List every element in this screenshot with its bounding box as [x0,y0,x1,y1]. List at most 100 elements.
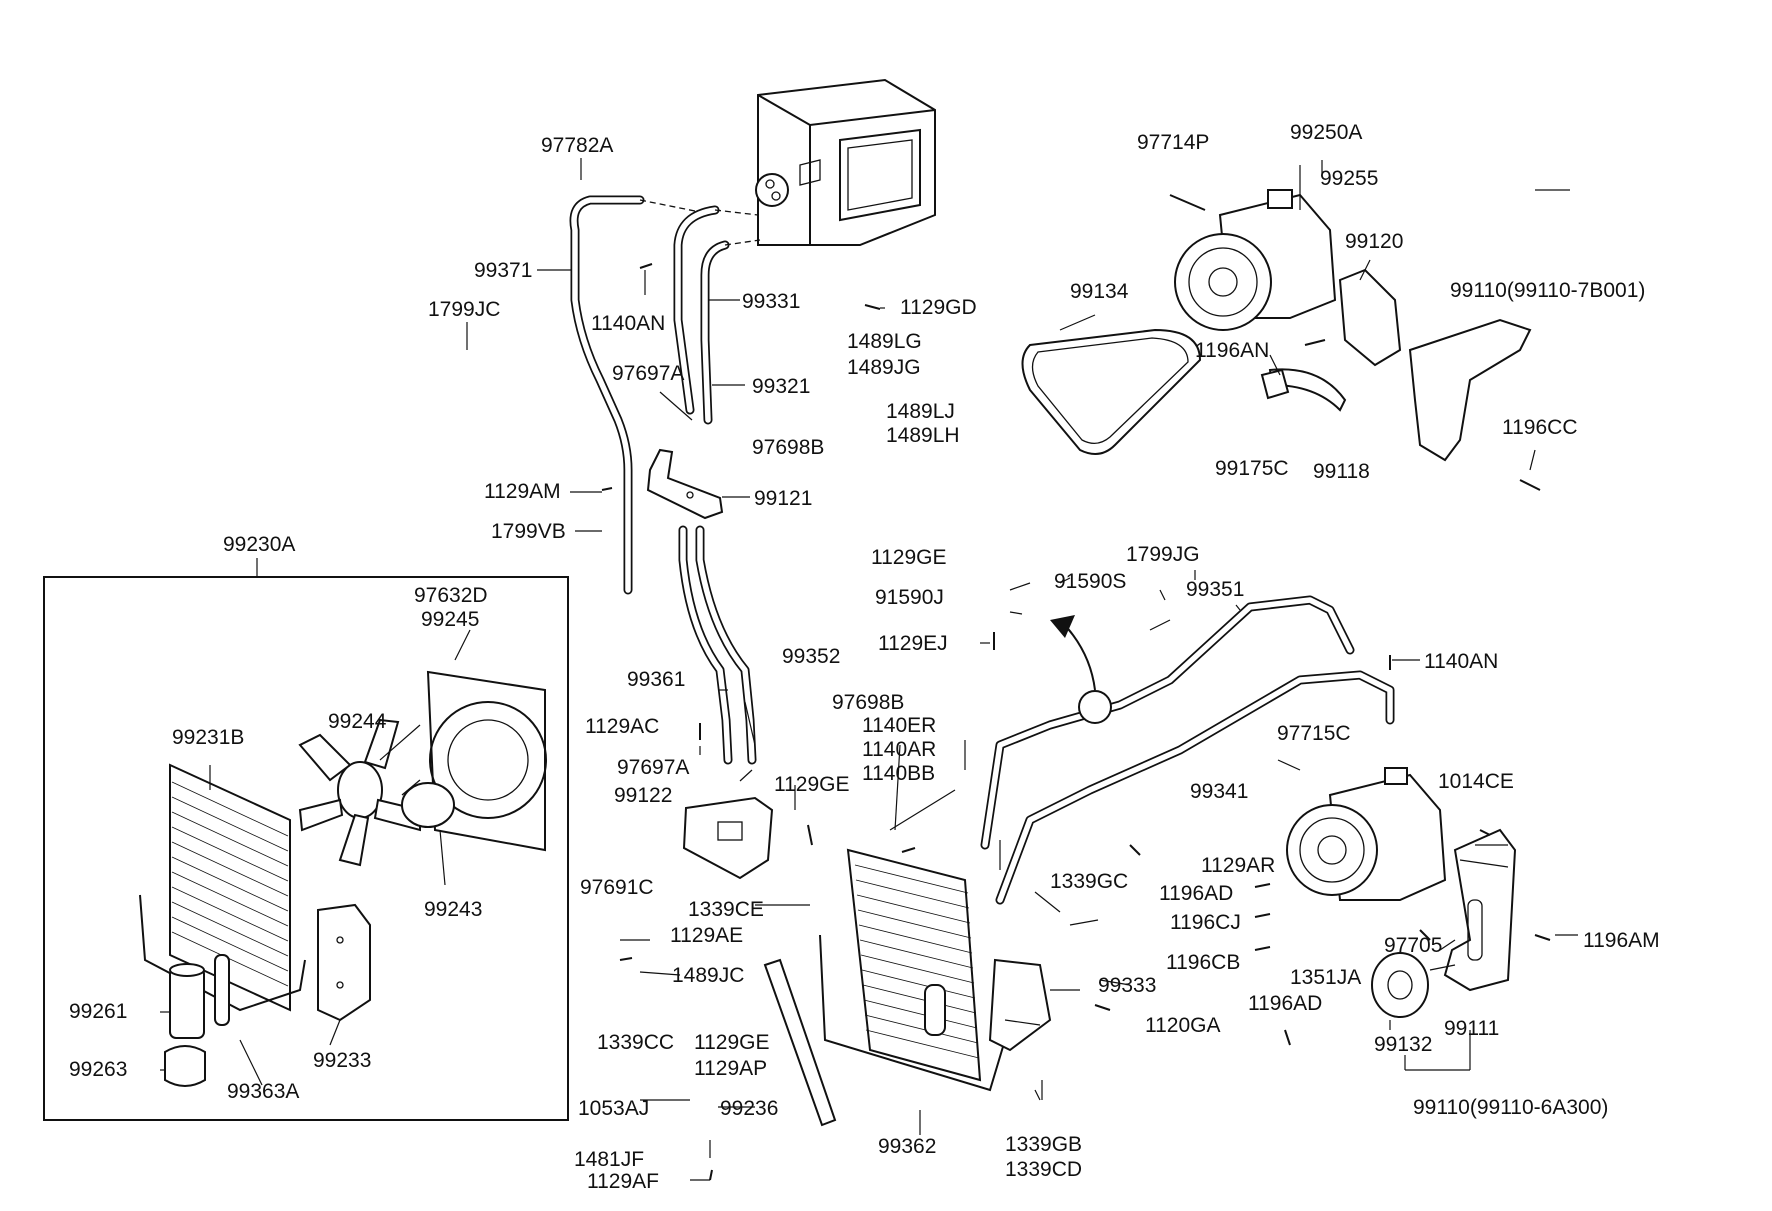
bracket-99122 [682,796,774,880]
label-99120: 99120 [1345,230,1404,253]
label-1129GD: 1129GD [900,296,977,319]
label-1129AF: 1129AF [587,1170,659,1193]
label-1339GB: 1339GB [1005,1133,1083,1156]
label-99255: 99255 [1320,167,1379,190]
label-99245: 99245 [421,608,480,631]
label-99134: 99134 [1070,280,1129,303]
drive-belt-99134 [1021,328,1202,455]
label-99250A: 99250A [1290,121,1363,144]
label-99110-7B001: 99110(99110-7B001) [1450,279,1646,302]
label-91590S: 91590S [1054,570,1127,593]
compressor-upper [1174,189,1337,331]
fan-99244 [298,718,421,867]
leader-lines [160,158,1578,1181]
label-99321: 99321 [752,375,811,398]
label-1129GE-low: 1129GE [694,1031,770,1054]
label-1489LG: 1489LG [847,330,922,353]
label-99243: 99243 [424,898,483,921]
label-99236: 99236 [720,1097,779,1120]
condenser-main [819,848,1052,1092]
bracket-99111 [1443,828,1517,992]
label-99363A: 99363A [227,1080,300,1103]
label-97698B-top: 97698B [752,436,825,459]
label-97715C: 97715C [1277,722,1351,745]
label-99333: 99333 [1098,974,1157,997]
label-1140AR: 1140AR [862,738,937,761]
label-1339CE: 1339CE [688,898,764,921]
fasteners [601,194,1551,1181]
label-1129AR: 1129AR [1201,854,1276,877]
label-99122: 99122 [614,784,673,807]
label-1196CC: 1196CC [1502,416,1578,439]
label-99230A: 99230A [223,533,296,556]
label-1489JG: 1489JG [847,356,921,379]
label-99175C: 99175C [1215,457,1289,480]
label-99351: 99351 [1186,578,1245,601]
strut-99236 [763,958,837,1127]
label-1489JC: 1489JC [672,964,745,987]
receiver-dryer-99261 [169,967,205,1039]
label-1339GC: 1339GC [1050,870,1129,893]
label-1129GE-mid: 1129GE [774,773,850,796]
label-99361: 99361 [627,668,686,691]
label-99362: 99362 [878,1135,937,1158]
bracket-99110 [1408,318,1532,462]
label-1481JF: 1481JF [574,1148,645,1171]
label-1129AE: 1129AE [670,924,744,947]
label-1129AM: 1129AM [484,480,561,503]
adjuster-99118 [1268,368,1347,412]
label-99110-6A300: 99110(99110-6A300) [1413,1096,1609,1119]
label-1799JG: 1799JG [1126,543,1200,566]
bracket-99121 [646,448,724,520]
label-1129AP: 1129AP [694,1057,768,1080]
label-1140AN-right: 1140AN [1424,650,1499,673]
label-97705: 97705 [1384,934,1443,957]
label-1196AM: 1196AM [1583,929,1660,952]
idler-pulley-99132 [1371,952,1429,1018]
label-1129AC: 1129AC [585,715,660,738]
label-1489LH: 1489LH [886,424,960,447]
bracket-99175C [1260,368,1290,400]
label-1140ER: 1140ER [862,714,937,737]
label-1339CC: 1339CC [597,1031,675,1054]
label-99118: 99118 [1313,460,1370,483]
label-1196AN: 1196AN [1195,339,1270,362]
label-99231B: 99231B [172,726,245,749]
bracket-99233 [317,903,371,1022]
label-99352: 99352 [782,645,841,668]
label-1140BB: 1140BB [862,762,936,785]
condenser-99231B [139,763,306,1026]
label-1196AD: 1196AD [1159,882,1234,905]
label-1120GA: 1120GA [1145,1014,1221,1037]
label-1140AN: 1140AN [591,312,666,335]
label-97698B-mid: 97698B [832,691,905,714]
compressor-lower [1286,767,1447,901]
label-1196CB: 1196CB [1166,951,1241,974]
dryer-clamp-99263 [164,1045,206,1087]
label-99111: 99111 [1444,1017,1500,1040]
label-99263: 99263 [69,1058,128,1081]
bracket-99120 [1338,268,1402,367]
fan-shroud-99245 [426,670,547,852]
label-99371: 99371 [474,259,533,282]
label-91590J: 91590J [875,586,944,609]
condenser-assembly-frame [43,576,569,1121]
label-1129GE-top: 1129GE [871,546,947,569]
label-97697A-mid: 97697A [617,756,690,779]
label-99132: 99132 [1374,1033,1433,1056]
label-97691C: 97691C [580,876,654,899]
label-97697A-top: 97697A [612,362,685,385]
label-1799JC: 1799JC [428,298,501,321]
label-99331: 99331 [742,290,801,313]
label-99233: 99233 [313,1049,372,1072]
evaporator-unit [755,78,936,246]
label-1129EJ: 1129EJ [878,632,948,655]
label-99341: 99341 [1190,780,1249,803]
label-1196CJ: 1196CJ [1170,911,1241,934]
label-99244: 99244 [328,710,387,733]
hose-clamp-marker [1078,690,1112,724]
label-1053AJ: 1053AJ [578,1097,650,1120]
label-1014CE: 1014CE [1438,770,1514,793]
